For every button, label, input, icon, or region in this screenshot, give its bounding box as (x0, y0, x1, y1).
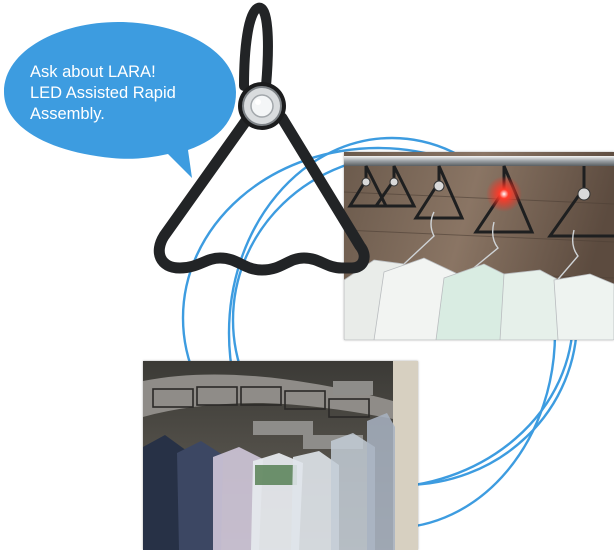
callout-text: Ask about LARA! LED Assisted Rapid Assem… (30, 62, 220, 125)
led-button-icon (238, 82, 286, 130)
callout-line-1: Ask about LARA! (30, 63, 156, 81)
dry-cleaner-conveyor-photo (143, 361, 418, 550)
callout-line-2: LED Assisted Rapid (30, 84, 176, 102)
callout-line-3: Assembly. (30, 105, 105, 123)
led-indicator (486, 176, 522, 212)
hanger-rack-photo (344, 152, 614, 340)
